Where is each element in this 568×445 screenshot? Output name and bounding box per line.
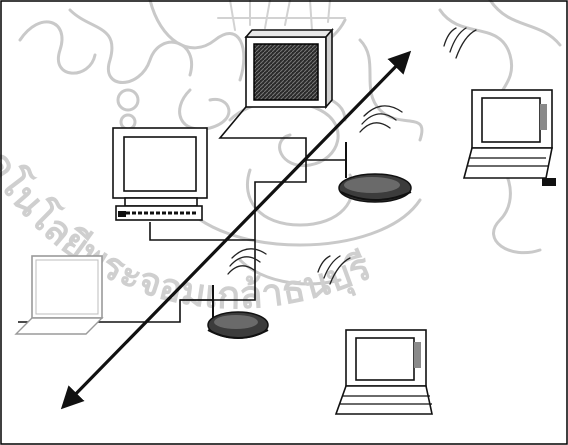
desktop-top bbox=[246, 30, 332, 107]
desktop-left bbox=[113, 128, 207, 220]
laptop-left bbox=[16, 256, 102, 334]
laptop-top-right bbox=[444, 28, 556, 186]
